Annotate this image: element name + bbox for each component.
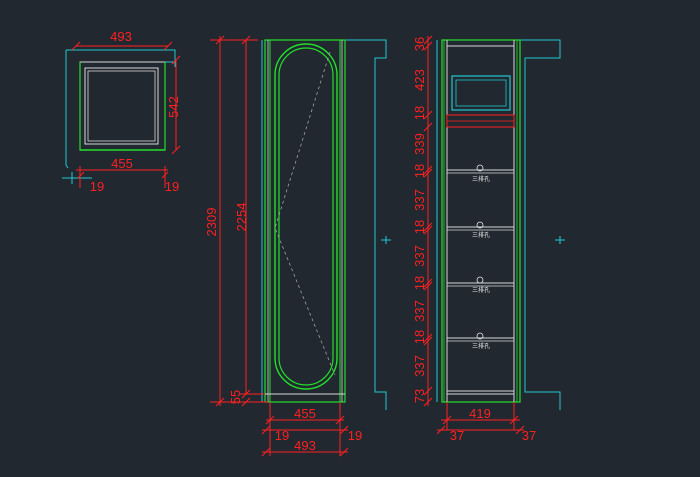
plan-wall-outline xyxy=(65,50,69,169)
interior-dim-h-9: 337 xyxy=(412,300,427,322)
door-window-outer xyxy=(274,43,338,390)
door-dim-plinth-label: 55 xyxy=(228,390,243,404)
door-dim-inner-label: 455 xyxy=(294,406,316,421)
door-dim-total-height-label: 2309 xyxy=(204,208,219,237)
plan-view: 493 542 455 19 19 xyxy=(62,29,181,194)
plan-dim-sides xyxy=(77,170,169,188)
plan-dim-top xyxy=(71,41,173,51)
shelf-tag-3: 三排孔 xyxy=(472,276,490,294)
shelf-tag-4: 三排孔 xyxy=(472,332,490,350)
plan-cabinet-inner-2 xyxy=(87,70,156,142)
door-window-inner xyxy=(278,47,334,386)
door-dim-total-width-label: 493 xyxy=(294,438,316,453)
plan-cabinet-inner xyxy=(84,67,159,145)
door-dim-inner xyxy=(265,402,345,456)
shelf-tag-1: 三排孔 xyxy=(472,164,490,183)
interior-dim-h-3: 339 xyxy=(412,133,427,155)
shelf-tag-4-label: 三排孔 xyxy=(472,342,490,350)
plan-cabinet-body xyxy=(79,61,166,151)
interior-dim-h-7: 337 xyxy=(412,245,427,267)
interior-dim-h-12: 73 xyxy=(412,389,427,403)
door-wall-right xyxy=(342,39,387,410)
interior-dim-h-6: 18 xyxy=(412,220,427,234)
door-dim-side-right-label: 19 xyxy=(348,428,362,443)
interior-dim-h-10: 18 xyxy=(412,330,427,344)
door-dim-door-height-label: 2254 xyxy=(234,203,249,232)
door-dim-door-height xyxy=(240,35,265,399)
door-dim-side-left-label: 19 xyxy=(275,428,289,443)
interior-top-box xyxy=(451,75,511,111)
shelf-tag-2-label: 三排孔 xyxy=(472,231,490,239)
shelf-tag-1-label: 三排孔 xyxy=(472,175,490,183)
door-cabinet-outer xyxy=(264,39,346,403)
interior-dim-h-1: 423 xyxy=(412,69,427,91)
interior-dim-inner xyxy=(441,402,520,430)
plan-dim-side-left-label: 19 xyxy=(90,179,104,194)
door-dim-total-width xyxy=(261,447,349,457)
interior-dim-h-0: 36 xyxy=(412,37,427,51)
interior-wall-right xyxy=(518,39,561,410)
shelf-tag-4-circle xyxy=(476,332,484,340)
interior-cabinet-outer xyxy=(441,39,521,403)
interior-dim-inner-label: 419 xyxy=(469,406,491,421)
interior-elevation: 三排孔 三排孔 三排孔 三排孔 xyxy=(412,35,565,443)
plan-wall-top xyxy=(66,49,176,63)
interior-dim-chain xyxy=(423,35,433,407)
door-dim-total-height xyxy=(210,35,268,407)
interior-dim-sides xyxy=(436,425,525,435)
interior-dim-h-2: 18 xyxy=(412,106,427,120)
door-elevation: 2309 2254 55 455 19 19 xyxy=(204,35,391,457)
plan-dim-top-label: 493 xyxy=(110,29,132,44)
interior-dim-h-4: 18 xyxy=(412,164,427,178)
plan-dim-inner-label: 455 xyxy=(111,156,133,171)
door-dim-sides xyxy=(261,425,349,435)
shelf-tag-2-circle xyxy=(476,221,484,229)
shelf-tag-2: 三排孔 xyxy=(472,221,490,239)
interior-dim-side-left-label: 37 xyxy=(450,428,464,443)
interior-dim-side-right-label: 37 xyxy=(522,428,536,443)
door-dim-plinth-tick xyxy=(241,397,251,407)
interior-top-box-inner xyxy=(455,79,507,107)
interior-dim-h-8: 18 xyxy=(412,276,427,290)
plan-dim-depth-label: 542 xyxy=(166,96,181,118)
shelf-tag-1-circle xyxy=(476,164,484,172)
shelf-tag-3-circle xyxy=(476,276,484,284)
door-opening-indicator xyxy=(274,51,336,376)
plan-dim-depth xyxy=(171,55,181,155)
shelf-tag-3-label: 三排孔 xyxy=(472,286,490,294)
plan-dim-side-right-label: 19 xyxy=(165,179,179,194)
interior-dim-h-11: 337 xyxy=(412,355,427,377)
interior-dim-h-5: 337 xyxy=(412,189,427,211)
